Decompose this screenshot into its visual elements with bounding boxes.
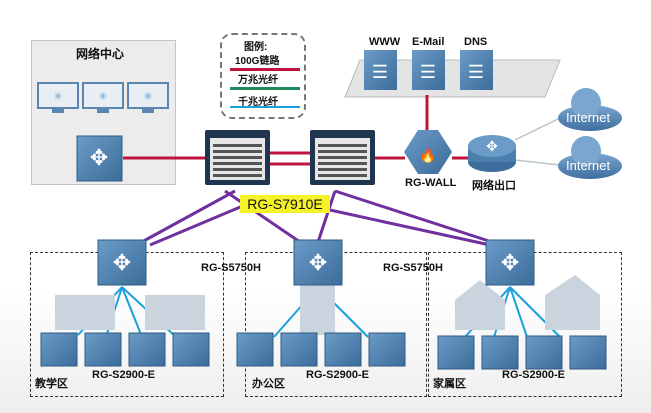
access-switch-icon [172, 332, 210, 367]
links-100g [123, 95, 468, 166]
legend [220, 33, 306, 119]
access-switch-icon [40, 332, 78, 367]
svg-text:✳: ✳ [53, 91, 62, 103]
cloud-label: Internet [566, 158, 611, 173]
svg-text:☰: ☰ [420, 62, 436, 82]
legend-swatch-100g [230, 68, 300, 71]
access-switch-icon [437, 335, 475, 370]
access-switch-icon [368, 332, 406, 367]
svg-text:☰: ☰ [468, 62, 484, 82]
svg-text:✥: ✥ [113, 250, 131, 275]
server-label-www: WWW [369, 36, 401, 48]
datacenter-switch-icon: ✥ [76, 135, 123, 182]
access-switch-icon [280, 332, 318, 367]
server-shelf [344, 59, 561, 98]
svg-text:✥: ✥ [309, 250, 327, 275]
monitor-icon: ✳ [37, 82, 79, 113]
egress-label: 网络出口 [472, 180, 516, 192]
aggregation-switch-icon: ✥ [485, 239, 535, 286]
core-switch-chassis-icon [205, 130, 270, 185]
svg-text:✥: ✥ [501, 250, 519, 275]
svg-text:✥: ✥ [486, 138, 498, 154]
server-label-dns: DNS [464, 36, 488, 48]
access-switch-icon [525, 335, 563, 370]
legend-item-100g: 100G链路 [235, 56, 280, 67]
access-switch-icon [324, 332, 362, 367]
server-label-email: E-Mail [412, 36, 445, 48]
svg-text:✳: ✳ [98, 91, 107, 103]
aggregation-switch-icon: ✥ [97, 239, 147, 286]
links-10g [139, 189, 496, 247]
svg-text:🔥: 🔥 [419, 147, 436, 164]
legend-item-10g: 万兆光纤 [238, 75, 278, 86]
monitor-group: ✳ ✳ ✳ [37, 82, 169, 113]
server-icon: ☰ [412, 50, 445, 90]
zone-name-teaching: 教学区 [35, 378, 68, 390]
zone-name-residential: 家属区 [433, 378, 466, 390]
core-switch-chassis-icon [310, 130, 375, 185]
access-switch-icon [236, 332, 274, 367]
svg-text:✳: ✳ [143, 91, 152, 103]
aggregation-switch-icon: ✥ [293, 239, 343, 286]
cloud-icon [558, 88, 622, 131]
access-label: RG-S2900-E [306, 369, 369, 381]
legend-swatch-1g [230, 106, 300, 108]
network-center-title: 网络中心 [76, 47, 125, 61]
access-switch-icon [569, 335, 607, 370]
server-icon: ☰ [460, 50, 493, 90]
svg-text:☰: ☰ [372, 62, 388, 82]
access-label: RG-S2900-E [92, 369, 155, 381]
cloud-label: Internet [566, 110, 611, 125]
access-label: RG-S2900-E [502, 369, 565, 381]
legend-swatch-10g [230, 87, 300, 90]
access-switch-icon [84, 332, 122, 367]
svg-text:✥: ✥ [90, 145, 108, 170]
firewall-label: RG-WALL [405, 177, 457, 189]
building-backdrop [55, 275, 600, 335]
zone-name-office: 办公区 [252, 378, 285, 390]
access-switch-icon [128, 332, 166, 367]
router-icon: ✥ [468, 135, 516, 172]
access-switches [40, 332, 607, 370]
aggregation-label: RG-S5750H [383, 262, 443, 274]
monitor-icon: ✳ [82, 82, 124, 113]
legend-title: 图例: [244, 42, 268, 53]
firewall-icon: 🔥 [404, 130, 452, 174]
legend-item-1g: 千兆光纤 [238, 97, 278, 108]
core-switch-label: RG-S7910E [240, 195, 330, 213]
server-icon: ☰ [364, 50, 397, 90]
access-switch-icon [481, 335, 519, 370]
cloud-icon [558, 136, 622, 179]
links-internet [514, 117, 561, 166]
aggregation-label: RG-S5750H [201, 262, 261, 274]
monitor-icon: ✳ [127, 82, 169, 113]
